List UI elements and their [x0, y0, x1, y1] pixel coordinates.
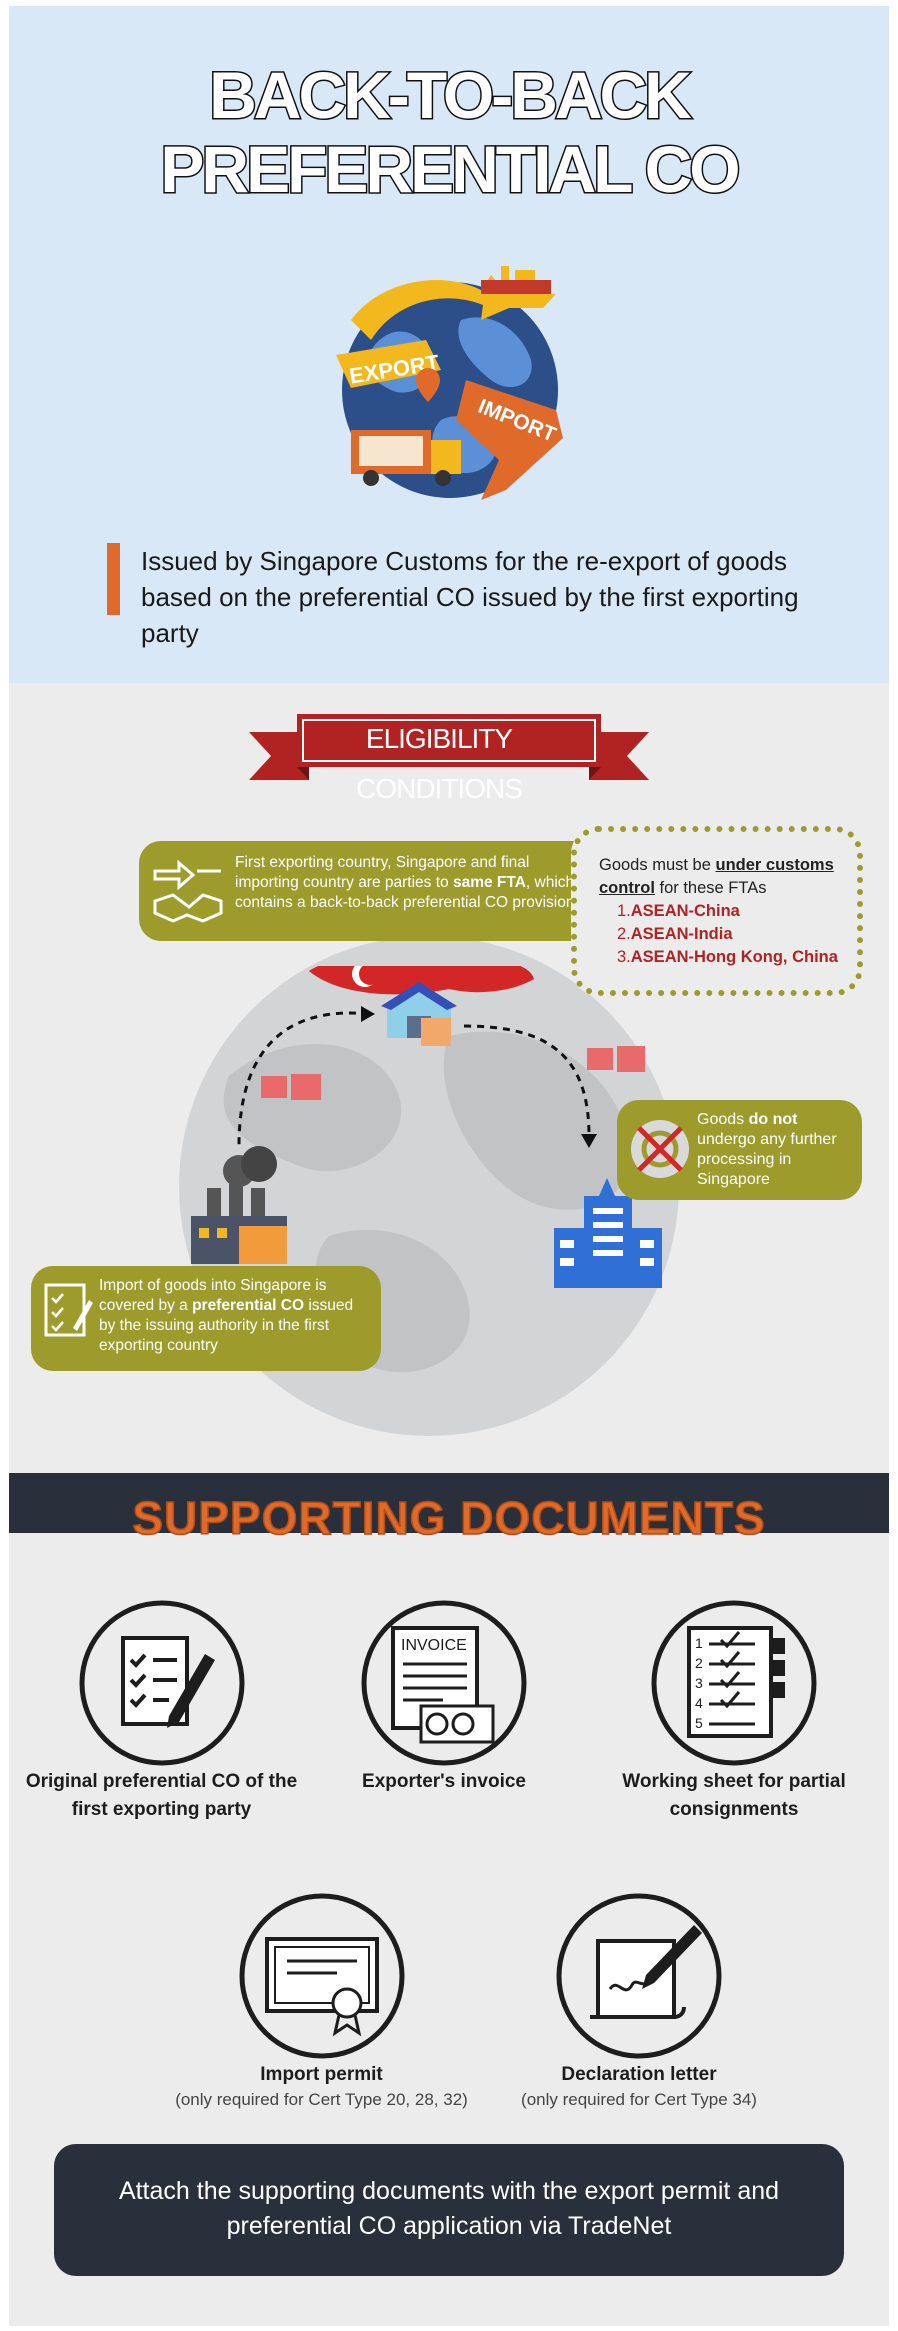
fta-name: ASEAN-China — [630, 902, 740, 920]
doc-label: Working sheet for partial consignments — [622, 1771, 846, 1820]
doc-label: Declaration letter — [561, 2064, 717, 2085]
globe-trade-icon: EXPORT IMPORT — [336, 266, 563, 500]
fta-text-bold: same FTA — [452, 874, 526, 891]
attach-documents-note: Attach the supporting documents with the… — [54, 2144, 844, 2276]
handshake-icon — [153, 859, 223, 923]
processing-text-bold: do not — [748, 1111, 798, 1128]
doc-note: (only required for Cert Type 20, 28, 32) — [175, 2090, 468, 2109]
certificate-icon — [239, 1893, 404, 2059]
checklist-pen-icon — [79, 1600, 244, 1766]
doc-label: Exporter's invoice — [362, 1771, 526, 1792]
checklist-number: 1 — [695, 1635, 703, 1651]
document-check-icon — [44, 1283, 93, 1337]
doc-import-permit: Import permit (only required for Cert Ty… — [149, 1891, 494, 2111]
eligibility-heading: ELIGIBILITY CONDITIONS — [356, 723, 523, 804]
scroll-quill-icon — [556, 1893, 722, 2059]
doc-declaration-letter: Declaration letter (only required for Ce… — [489, 1891, 789, 2111]
intro-text: Issued by Singapore Customs for the re-e… — [141, 546, 799, 648]
title-line-2: PREFERENTIAL CO — [159, 131, 742, 208]
fta-number: 3. — [617, 948, 631, 966]
import-text-after: issued by the issuing authority in the f… — [99, 1297, 354, 1354]
doc-note: (only required for Cert Type 34) — [521, 2090, 757, 2109]
customs-text-bold: under customs control — [599, 856, 834, 897]
infographic-page: BACK-TO-BACK PREFERENTIAL CO EXPORT IMPO… — [9, 6, 889, 2326]
doc-working-sheet: 1 2 3 4 5 Working sheet for partial cons… — [599, 1598, 869, 1824]
fta-number: 1. — [617, 902, 631, 920]
fta-text-after: , which contains a back-to-back preferen… — [235, 874, 575, 911]
fta-condition: First exporting country, Singapore and f… — [139, 841, 594, 941]
intro-accent-bar — [107, 543, 120, 615]
customs-control-condition: Goods must be under customs control for … — [571, 826, 863, 996]
processing-text-after: undergo any further processing in Singap… — [697, 1131, 837, 1188]
no-processing-condition: Goods do not undergo any further process… — [617, 1100, 862, 1200]
checklist-number: 5 — [695, 1715, 703, 1731]
invoice-icon-text: INVOICE — [401, 1637, 467, 1654]
checklist-number: 2 — [695, 1655, 703, 1671]
preferential-co-condition: Import of goods into Singapore is covere… — [31, 1266, 381, 1371]
doc-label: Import permit — [260, 2064, 383, 2085]
checklist-number: 4 — [695, 1695, 703, 1711]
fta-text-before: First exporting country, Singapore and f… — [235, 854, 530, 891]
supporting-heading: SUPPORTING DOCUMENTS — [132, 1491, 766, 1545]
numbered-checklist-icon: 1 2 3 4 5 — [651, 1600, 817, 1766]
fta-name: ASEAN-India — [630, 925, 733, 943]
import-text-before: Import of goods into Singapore is covere… — [99, 1277, 327, 1314]
title-line-1: BACK-TO-BACK — [208, 57, 694, 134]
invoice-icon: INVOICE — [361, 1600, 527, 1766]
processing-text-before: Goods — [697, 1111, 749, 1128]
fta-list-item: 3.ASEAN-Hong Kong, China — [617, 946, 847, 969]
doc-label: Original preferential CO of the first ex… — [25, 1771, 298, 1820]
eligibility-ribbon — [249, 714, 649, 780]
page-title: BACK-TO-BACK PREFERENTIAL CO — [9, 57, 889, 208]
customs-text-before: Goods must be — [599, 856, 716, 874]
fta-list: 1.ASEAN-China 2.ASEAN-India 3.ASEAN-Hong… — [599, 900, 847, 969]
fta-list-item: 2.ASEAN-India — [617, 923, 847, 946]
no-processing-icon — [631, 1120, 689, 1178]
doc-invoice: INVOICE Exporter's invoice — [324, 1598, 564, 1796]
trade-flow-illustration — [191, 966, 662, 1288]
checklist-number: 3 — [695, 1675, 703, 1691]
fta-name: ASEAN-Hong Kong, China — [630, 948, 838, 966]
hero-section: BACK-TO-BACK PREFERENTIAL CO EXPORT IMPO… — [9, 6, 889, 683]
customs-text-after: for these FTAs — [654, 879, 767, 897]
doc-original-co: Original preferential CO of the first ex… — [19, 1598, 304, 1824]
import-text-bold: preferential CO — [192, 1297, 305, 1314]
fta-list-item: 1.ASEAN-China — [617, 900, 847, 923]
fta-number: 2. — [617, 925, 631, 943]
world-map-background — [179, 936, 679, 1436]
supporting-band — [9, 1473, 889, 1533]
